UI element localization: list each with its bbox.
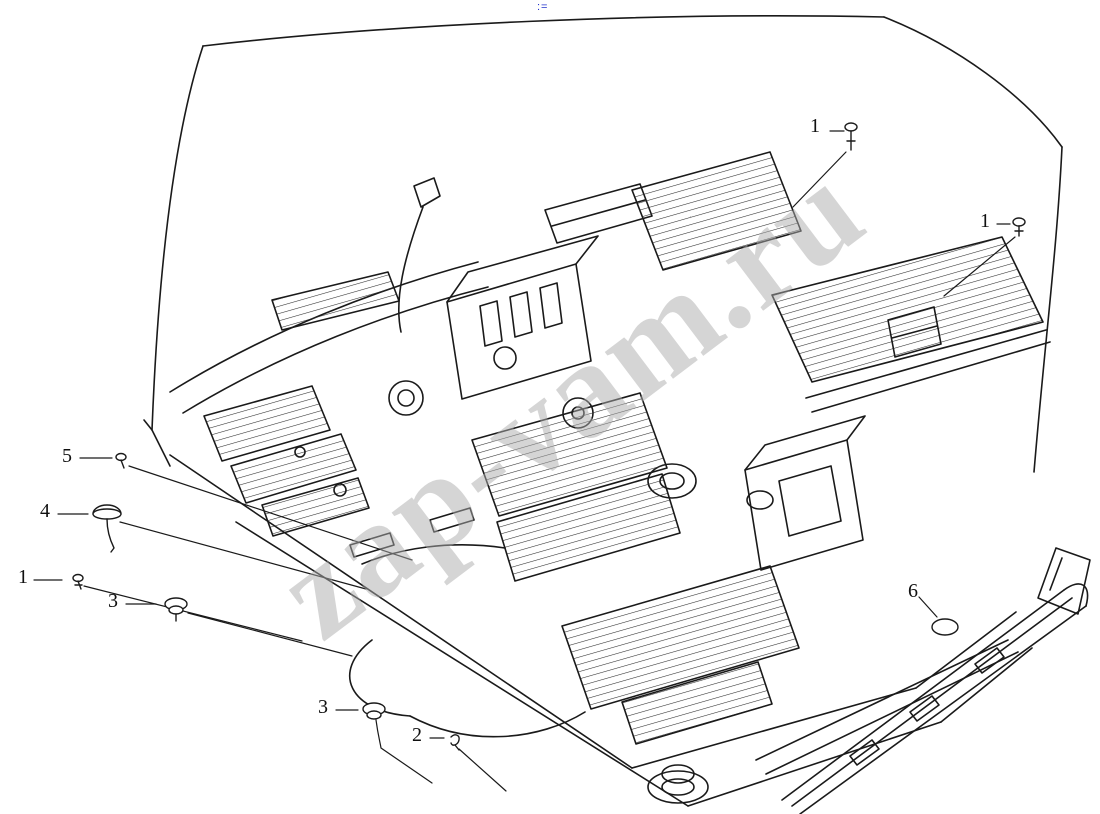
oval-pad-icon: [931, 618, 959, 636]
callout-5-left-upper: 5: [62, 445, 72, 467]
grommet-icon: [362, 702, 386, 720]
tunnel-box: [446, 235, 599, 400]
clip-icon: [450, 734, 460, 751]
dome-plug-icon: [92, 504, 122, 553]
fastener-icons: [72, 122, 1026, 751]
top-blue-mark[interactable]: :=: [537, 1, 549, 13]
callout-3-bottom: 3: [318, 696, 328, 718]
rear-deck-panels: [544, 151, 1051, 413]
callout-6-right-lower: 6: [908, 580, 918, 602]
callout-4-left: 4: [40, 500, 50, 522]
grommet-icon: [164, 597, 188, 622]
push-pin-plug-icon: [844, 122, 858, 151]
body-hull-outline: [143, 15, 1063, 473]
callout-1-top-right: 1: [810, 115, 820, 137]
left-floor-mats: [203, 385, 395, 558]
push-pin-plug-icon: [72, 573, 84, 590]
callout-1-right: 1: [980, 210, 990, 232]
push-pin-plug-icon: [1012, 217, 1026, 237]
callout-2-bottom: 2: [412, 724, 422, 746]
cowl-lines: [169, 177, 489, 414]
leader-lines: [33, 130, 1016, 792]
center-floor-mats: [429, 392, 800, 745]
drain-grommet: [647, 764, 709, 804]
right-sill-rail: [755, 547, 1091, 814]
seat-riser-box: [744, 415, 866, 571]
small-pin-icon: [115, 452, 127, 469]
callout-3-left-bottom: 3: [108, 590, 118, 612]
floor-edge-lines: [169, 454, 1033, 807]
callout-1-left-lower: 1: [18, 566, 28, 588]
